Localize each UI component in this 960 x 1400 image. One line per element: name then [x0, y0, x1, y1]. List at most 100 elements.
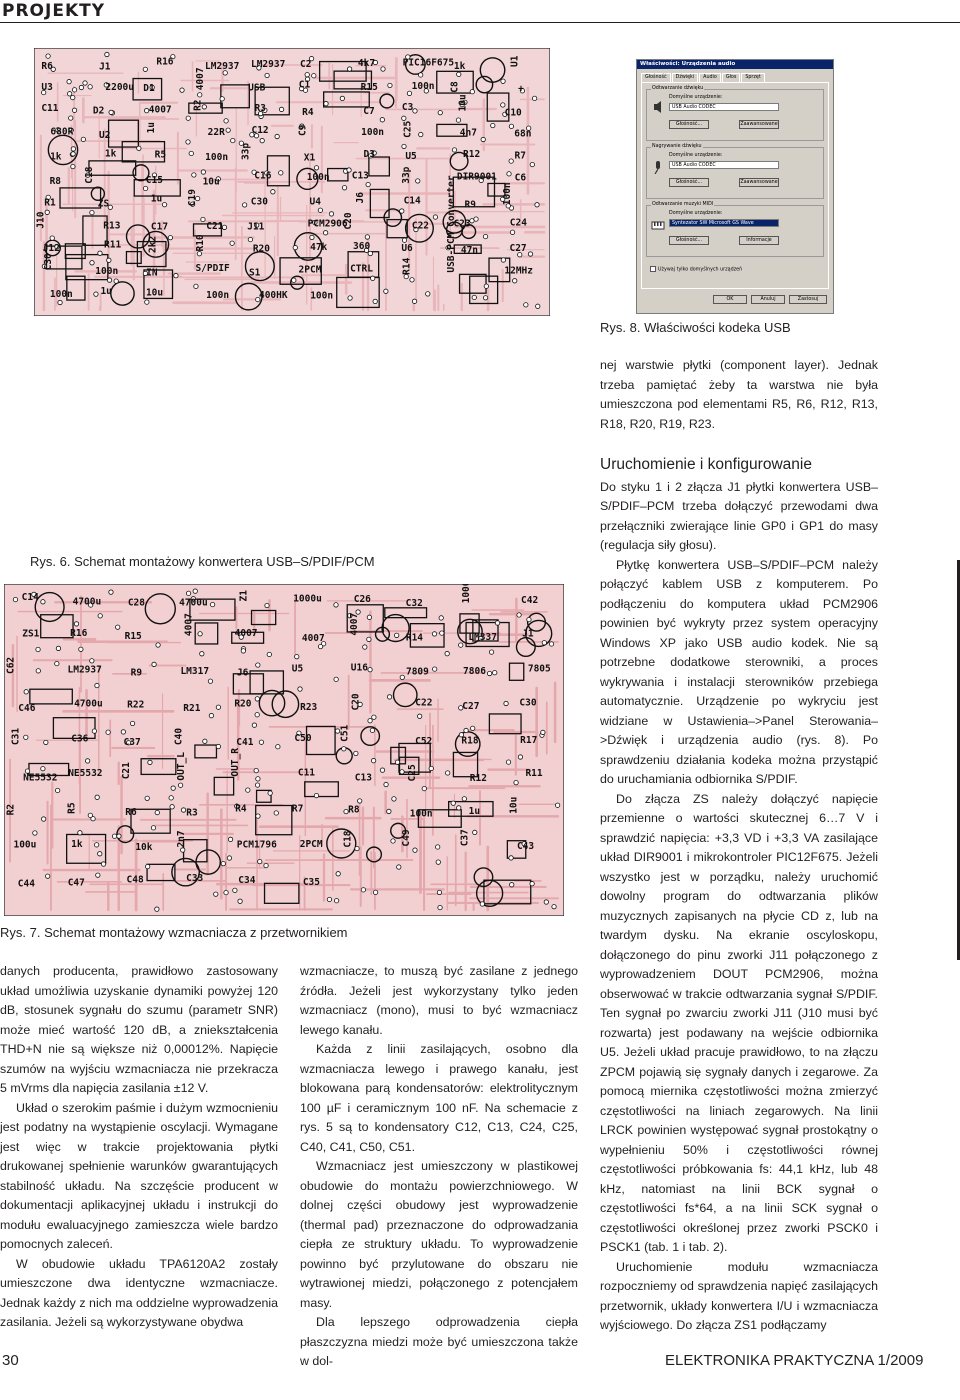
playback-device-select[interactable]: USB Audio CODEC: [669, 103, 779, 111]
pcb-pad: [494, 620, 501, 626]
pcb-silkscreen-label: S1: [249, 267, 261, 278]
pcb-silkscreen-label: C22: [412, 221, 429, 232]
pcb-silkscreen-label: C14: [404, 196, 421, 207]
pcb-pad: [347, 613, 353, 619]
pcb-pad: [317, 643, 324, 650]
pcb-pad: [190, 201, 196, 207]
pcb-pad: [89, 209, 95, 216]
pcb-silkscreen-label: 100u: [13, 839, 36, 850]
dialog-tab[interactable]: Dźwięki: [671, 73, 699, 82]
pcb-pad: [57, 299, 63, 306]
pcb-silkscreen-label: ZS: [98, 198, 110, 209]
midi-device-select[interactable]: Syntezator SW Microsoft GS Wave: [669, 219, 779, 227]
paragraph: Wzmacniacz jest umieszczony w plastikowe…: [300, 1159, 578, 1310]
pcb-pad: [458, 705, 464, 711]
pcb-pad: [254, 696, 260, 702]
midi-volume-button[interactable]: Głośność...: [669, 236, 709, 245]
pcb-pad: [313, 792, 320, 799]
middle-paragraphs: wzmacniacze, to muszą być zasilane z jed…: [300, 962, 578, 1372]
playback-volume-button[interactable]: Głośność...: [669, 120, 709, 129]
pcb-pad: [471, 294, 477, 301]
component-outline: [132, 77, 163, 101]
dialog-tab[interactable]: Głos: [721, 73, 741, 82]
pcb-pad: [100, 861, 107, 867]
pcb-silkscreen-label: 100n: [206, 290, 229, 301]
pcb-pad: [543, 899, 549, 905]
component-outline: [130, 808, 171, 834]
pcb-pad: [54, 660, 60, 667]
pcb-pad: [82, 80, 88, 86]
paragraph: Do złącza ZS należy dołączyć napięcie pr…: [600, 791, 878, 1255]
pcb-pad: [70, 94, 76, 101]
pcb-pad: [311, 73, 317, 79]
dialog-tab[interactable]: Audio: [699, 73, 721, 82]
pcb-silkscreen-label: C31: [10, 728, 21, 745]
pcb-silkscreen-label: OUT_R: [230, 748, 241, 777]
pcb-pad: [105, 729, 111, 735]
pcb-pad: [535, 303, 541, 309]
capacitor-outline: [171, 857, 200, 887]
recording-volume-button[interactable]: Głośność...: [669, 178, 709, 187]
pcb-pad: [270, 189, 276, 195]
pcb-pad: [399, 208, 405, 214]
pcb-pad: [417, 713, 423, 719]
pcb-pad: [428, 765, 434, 772]
pcb-pad: [296, 730, 302, 736]
cancel-button[interactable]: Anuluj: [751, 295, 785, 304]
pcb-pad: [55, 787, 61, 794]
pcb-silkscreen-label: C20: [343, 212, 354, 229]
pcb-pad: [412, 847, 418, 853]
pcb-pad: [200, 169, 206, 175]
recording-device-select[interactable]: USB Audio CODEC: [669, 161, 779, 169]
pcb-pad: [421, 785, 427, 792]
pcb-silkscreen-label: 400HK: [259, 290, 288, 301]
recording-group: Nagrywanie dźwięku Domyślne urządzenie: …: [646, 144, 824, 199]
pcb-pad: [97, 250, 103, 256]
recording-advanced-button[interactable]: Zaawansowane: [739, 178, 779, 187]
pcb-silkscreen-label: C28: [128, 597, 145, 608]
middle-column: wzmacniacze, to muszą być zasilane z jed…: [300, 962, 578, 1372]
pcb-pad: [297, 686, 303, 692]
pcb-pad: [142, 270, 148, 277]
pcb-silkscreen-label: C13: [355, 773, 372, 784]
dialog-tab[interactable]: Sprzęt: [741, 73, 765, 82]
ok-button[interactable]: OK: [713, 295, 747, 304]
pcb-pad: [333, 602, 339, 608]
pcb-silkscreen-label: J10: [36, 211, 47, 228]
pcb-silkscreen-label: 1u: [151, 194, 162, 205]
pcb-pad: [106, 257, 112, 263]
playback-advanced-button[interactable]: Zaawansowane: [739, 120, 779, 129]
pcb-silkscreen-label: PIC16F675: [403, 58, 455, 69]
pcb-silkscreen-label: 1k: [454, 61, 466, 72]
pcb-pad: [188, 150, 194, 157]
pcb-silkscreen-label: 4k7: [358, 58, 375, 69]
pcb-pad: [486, 670, 493, 677]
pcb-pad: [242, 202, 248, 208]
pcb-silkscreen-label: C21: [206, 221, 223, 232]
dialog-tab[interactable]: Głośność: [641, 73, 671, 82]
pcb-silkscreen-label: R5: [155, 150, 167, 161]
pcb-silkscreen-label: R3: [186, 807, 198, 818]
apply-button[interactable]: Zastosuj: [789, 295, 827, 304]
pcb-pad: [372, 59, 379, 66]
midi-about-button[interactable]: Informacje: [739, 236, 779, 245]
pcb-silkscreen-label: C25: [407, 764, 418, 781]
pcb-silkscreen-label: LM2937: [205, 61, 239, 72]
capacitor-outline: [392, 682, 418, 708]
default-devices-checkbox[interactable]: Używaj tylko domyślnych urządzeń: [650, 266, 742, 273]
pcb-pad: [263, 862, 269, 869]
paragraph: Dla lepszego odprowadzenia ciepła płaszc…: [300, 1315, 578, 1368]
pcb-pad: [94, 842, 100, 848]
pcb-pad: [363, 247, 370, 253]
pcb-pad: [334, 728, 341, 734]
pcb-pad: [251, 169, 257, 175]
pcb-pad: [245, 787, 251, 793]
pcb-pad: [396, 864, 402, 870]
pcb-pad: [523, 302, 529, 308]
pcb-pad: [253, 767, 259, 774]
pcb-pad: [147, 759, 153, 765]
pcb-silkscreen-label: R11: [104, 240, 121, 251]
component-outline: [346, 604, 384, 633]
